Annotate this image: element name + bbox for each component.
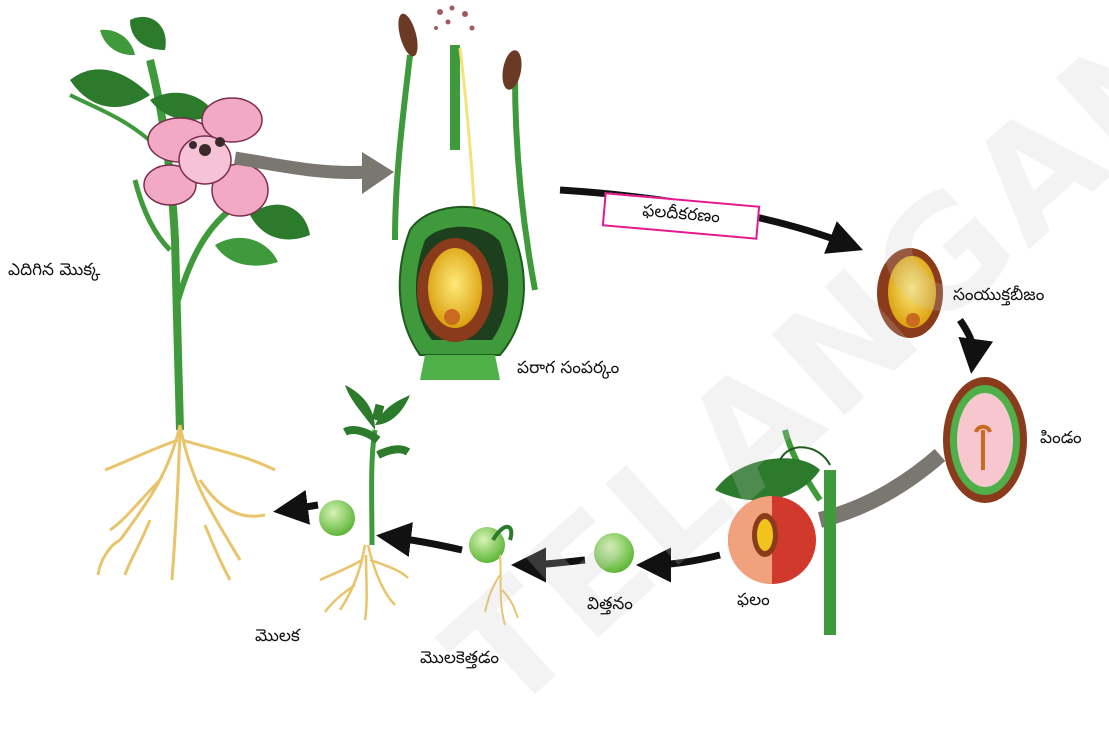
label-seedling: మొలక xyxy=(255,628,300,645)
label-zygote: సంయుక్తబీజం xyxy=(953,287,1044,304)
label-mature-plant: ఎదిగిన మొక్క xyxy=(8,262,100,279)
label-fruit: ఫలం xyxy=(737,592,770,609)
seed-illustration xyxy=(594,533,634,573)
diagram-canvas xyxy=(0,0,1109,673)
label-fertilization: ఫలదీకరణం xyxy=(641,201,721,232)
arrow-germination-to-seedling xyxy=(390,537,462,550)
arrow-fruit-to-seed xyxy=(650,555,720,565)
germination-illustration xyxy=(469,527,518,625)
roots xyxy=(98,425,275,580)
arrow-seedling-to-plant xyxy=(287,505,318,510)
label-embryo: పిండం xyxy=(1040,430,1082,447)
seedling-illustration xyxy=(319,385,410,620)
arrow-zygote-to-embryo xyxy=(960,320,973,360)
arrow-embryo-to-fruit xyxy=(820,455,940,520)
label-pollination: పరాగ సంపర్కం xyxy=(517,360,619,377)
arrow-seed-to-germination xyxy=(525,560,585,565)
pistil-illustration xyxy=(395,6,535,381)
label-seed: విత్తనం xyxy=(587,596,633,613)
label-germination: మొలకెత్తడం xyxy=(420,650,499,667)
mature-plant-illustration xyxy=(70,17,310,580)
embryo-illustration xyxy=(943,377,1027,503)
fruit-illustration xyxy=(715,430,830,635)
zygote-illustration xyxy=(877,248,943,338)
arrow-head xyxy=(362,152,394,194)
life-cycle-diagram: TELANGANA ఎదిగిన మొక్క పరాగ సంపర్కం ఫలదీ… xyxy=(0,0,1109,673)
